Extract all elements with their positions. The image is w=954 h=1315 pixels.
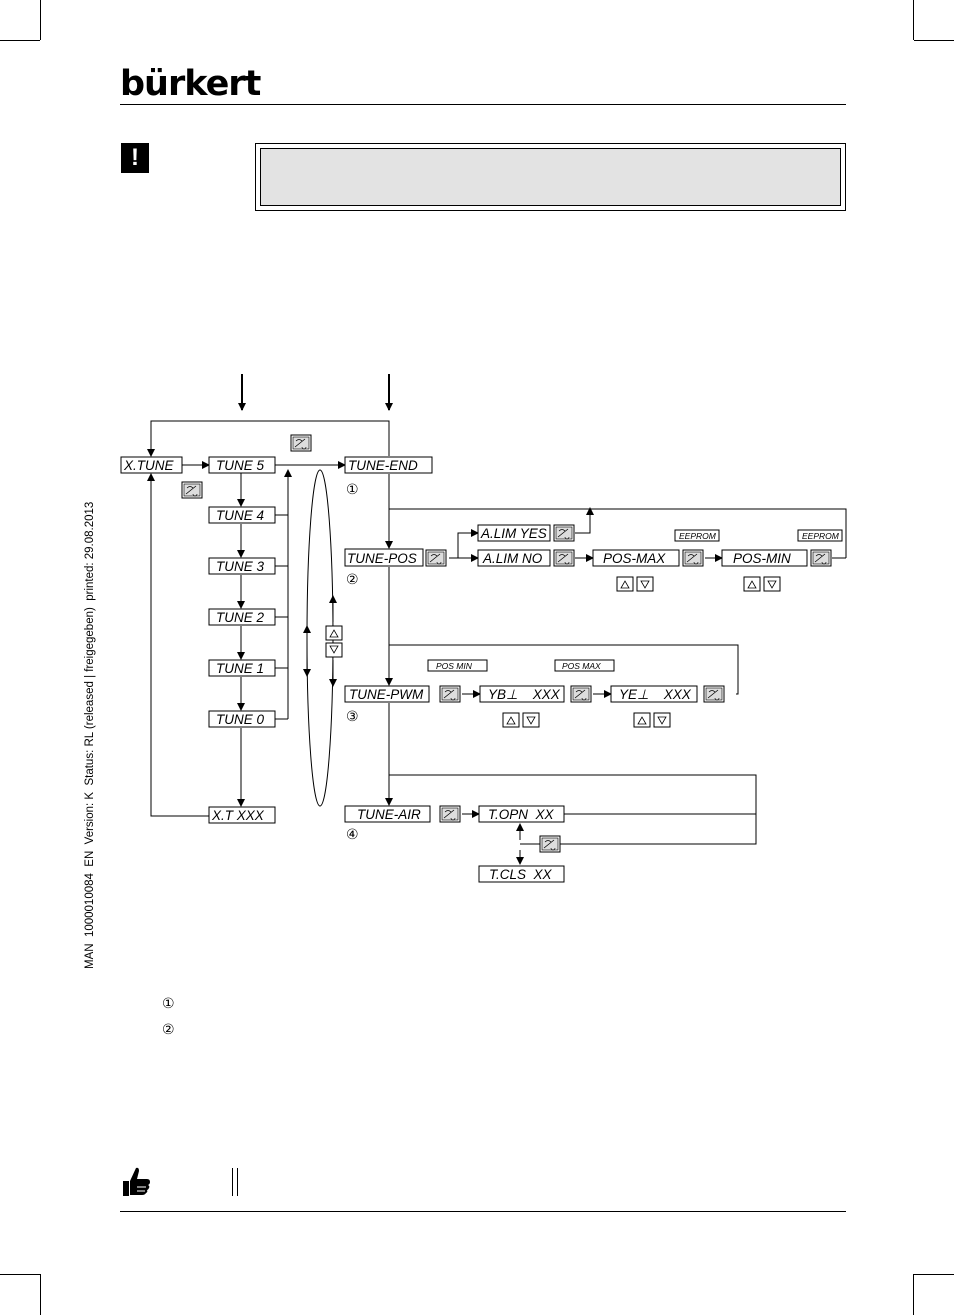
box-tune0: TUNE 0 bbox=[216, 712, 265, 727]
crop-mark bbox=[914, 1274, 954, 1275]
warning-icon: ! bbox=[121, 143, 149, 173]
up-down-keys-icon bbox=[633, 712, 671, 728]
box-tune5: TUNE 5 bbox=[216, 458, 265, 473]
box-alim-yes: A.LIM YES bbox=[480, 526, 547, 541]
up-down-keys-icon bbox=[743, 576, 781, 592]
up-down-keys-vertical-icon bbox=[325, 625, 343, 658]
warning-box bbox=[255, 143, 846, 211]
crop-mark bbox=[913, 1274, 914, 1315]
key-icon bbox=[425, 549, 447, 567]
up-down-keys-icon bbox=[616, 576, 654, 592]
box-pos-max: POS-MAX bbox=[603, 551, 666, 566]
box-tune-pwm: TUNE-PWM bbox=[349, 687, 424, 702]
footer-separator bbox=[232, 1168, 238, 1196]
legend-item-1: ① bbox=[162, 996, 175, 1012]
box-tune3: TUNE 3 bbox=[216, 559, 265, 574]
box-yb-xxx: YB⊥ XXX bbox=[488, 687, 561, 702]
box-tune-air: TUNE-AIR bbox=[357, 807, 421, 822]
box-pos-min: POS-MIN bbox=[733, 551, 791, 566]
key-icon bbox=[539, 835, 561, 853]
key-icon bbox=[181, 481, 203, 499]
marker-3: ③ bbox=[346, 709, 359, 725]
legend-item-2: ② bbox=[162, 1022, 175, 1038]
box-tune-pos: TUNE-POS bbox=[347, 551, 417, 566]
box-xt-xxx: X.T XXX bbox=[211, 808, 265, 823]
crop-mark bbox=[40, 1274, 41, 1315]
label-eeprom: EEPROM bbox=[679, 531, 717, 541]
key-icon bbox=[703, 685, 725, 703]
brand-logo: bürkert bbox=[120, 64, 261, 104]
marker-4: ④ bbox=[346, 827, 359, 843]
crop-mark bbox=[40, 0, 41, 40]
crop-mark bbox=[913, 0, 914, 40]
key-icon bbox=[439, 685, 461, 703]
marker-1: ① bbox=[346, 482, 359, 498]
box-tune1: TUNE 1 bbox=[216, 661, 264, 676]
box-ye-xxx: YE⊥ XXX bbox=[619, 687, 692, 702]
key-icon bbox=[570, 685, 592, 703]
key-icon bbox=[810, 549, 832, 567]
key-icon bbox=[439, 805, 461, 823]
header-rule bbox=[120, 104, 846, 105]
box-alim-no: A.LIM NO bbox=[482, 551, 543, 566]
label-pos-max: POS MAX bbox=[562, 661, 601, 671]
box-tune4: TUNE 4 bbox=[216, 508, 264, 523]
crop-mark bbox=[0, 40, 40, 41]
box-tune-end: TUNE-END bbox=[348, 458, 418, 473]
box-tune2: TUNE 2 bbox=[216, 610, 265, 625]
marker-2: ② bbox=[346, 572, 359, 588]
footer-rule bbox=[120, 1211, 846, 1212]
key-icon bbox=[553, 524, 575, 542]
up-down-keys-icon bbox=[502, 712, 540, 728]
crop-mark bbox=[914, 40, 954, 41]
label-pos-min: POS MIN bbox=[436, 661, 473, 671]
crop-mark bbox=[0, 1274, 40, 1275]
box-t-opn: T.OPN XX bbox=[488, 807, 555, 822]
thumbs-up-icon bbox=[123, 1167, 150, 1196]
box-t-cls: T.CLS XX bbox=[489, 867, 553, 882]
label-eeprom: EEPROM bbox=[802, 531, 840, 541]
key-icon bbox=[290, 434, 312, 452]
key-icon bbox=[682, 549, 704, 567]
key-icon bbox=[553, 549, 575, 567]
box-xtune: X.TUNE bbox=[123, 458, 175, 473]
